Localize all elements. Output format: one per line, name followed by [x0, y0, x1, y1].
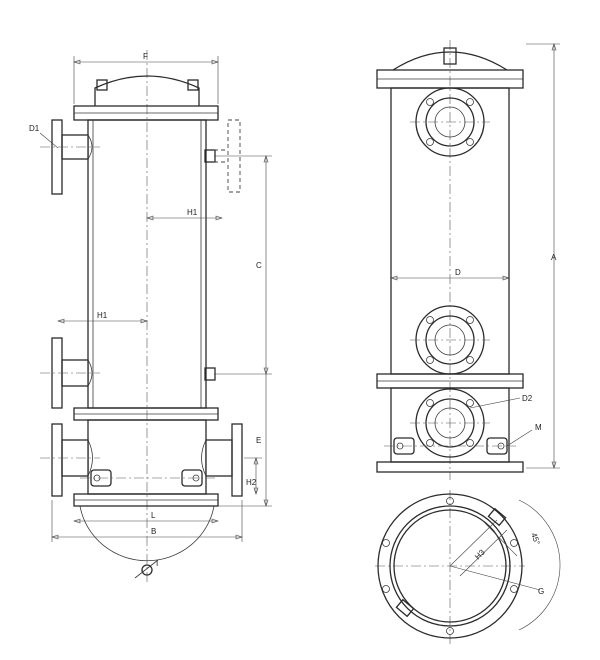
bottom-left-nozzle-flange: [51, 423, 63, 497]
side-bottom-flange: [376, 461, 524, 473]
label-i: I: [156, 559, 158, 568]
top-view-outer-flange: [377, 493, 523, 639]
label-g: G: [538, 587, 544, 596]
label-d1: D1: [29, 124, 40, 133]
bottom-right-nozzle-flange: [231, 423, 243, 497]
top-bolt-left: [96, 79, 108, 91]
front-view: F D1 H1 H1 C E H2 L B I: [29, 50, 272, 585]
top-view: H3 45° G: [375, 490, 561, 645]
label-45deg: 45°: [529, 532, 542, 546]
label-h1-upper: H1: [187, 208, 198, 217]
label-c: C: [256, 261, 262, 270]
label-l: L: [151, 511, 156, 520]
bottom-bowl: [79, 505, 215, 562]
label-b: B: [151, 527, 156, 536]
label-h2: H2: [246, 478, 257, 487]
label-h1-lower: H1: [97, 311, 108, 320]
side-view: D A D2 M: [376, 40, 560, 480]
top-dome: [94, 75, 200, 106]
top-view-shell-outer: [389, 505, 511, 627]
side-top-bolt: [443, 47, 457, 65]
top-bolt-right: [187, 79, 199, 91]
label-d: D: [455, 268, 461, 277]
label-f: F: [143, 52, 148, 61]
top-view-clip-upper: [487, 507, 507, 527]
label-h3: H3: [473, 547, 487, 561]
side-lower-nozzle: [410, 388, 490, 458]
side-upper-nozzle: [410, 87, 490, 157]
label-e: E: [256, 436, 261, 445]
upper-left-nozzle-flange: [51, 119, 63, 195]
bottom-right-nozzle: [205, 439, 233, 477]
label-a: A: [551, 253, 557, 262]
side-middle-nozzle: [410, 305, 490, 375]
label-m: M: [535, 423, 542, 432]
label-d2: D2: [522, 394, 533, 403]
top-view-shell-inner: [393, 509, 507, 623]
side-top-dome: [392, 51, 508, 71]
top-view-clip-lower: [395, 598, 415, 618]
bottom-drain-icon: [141, 564, 153, 576]
